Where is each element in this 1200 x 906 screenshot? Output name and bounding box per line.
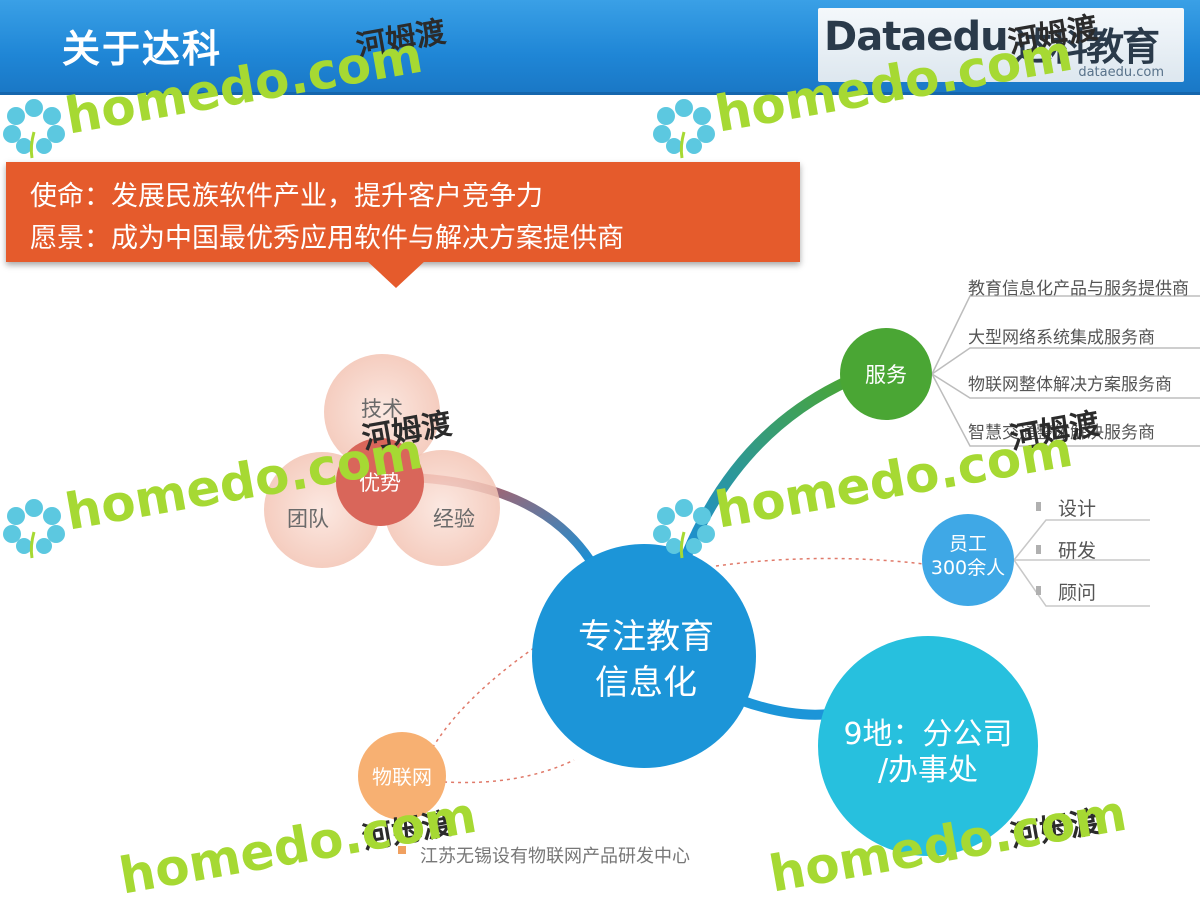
watermark-flower-icon [3,99,65,159]
staff-node [922,514,1014,606]
staff-label-line2: 300余人 [931,557,1005,579]
advantage-team-label: 团队 [287,507,329,531]
petal-tech [324,354,440,470]
service-node [840,328,932,420]
advantage-experience-label: 经验 [433,507,475,531]
branch-label-line1: 9地：分公司 [843,717,1012,752]
staff-bullet-rnd [1036,545,1041,554]
service-item-network: 大型网络系统集成服务商 [968,328,1155,348]
company-logo: Dataedu 达科教育 dataedu.com [818,8,1184,82]
iot-node [358,732,446,820]
iot-connector-upper [429,647,535,753]
logo-wordmark: Dataedu [824,14,1009,60]
service-tree-lines [931,295,1200,447]
staff-item-design: 设计 [1058,498,1097,520]
caption-marker [398,846,406,854]
service-item-edu: 教育信息化产品与服务提供商 [968,279,1189,299]
iot-caption: 江苏无锡设有物联网产品研发中心 [420,846,690,867]
iot-connector-lower [443,759,575,784]
staff-label-line1: 员工 [949,533,987,555]
advantage-tech-label: 技术 [361,397,403,421]
page-title: 关于达科 [62,27,223,71]
branch-node [818,636,1038,856]
staff-bullet-consult [1036,586,1041,595]
center-label-line2: 信息化 [595,663,697,703]
service-item-iot: 物联网整体解决方案服务商 [968,375,1172,395]
watermark-flower-icon [3,499,65,559]
vision-text: 愿景：成为中国最优秀应用软件与解决方案提供商 [30,223,624,254]
watermark-flower-icon [653,499,715,559]
advantage-hub-label: 优势 [359,471,401,495]
mission-text: 使命：发展民族软件产业，提升客户竞争力 [30,181,543,212]
advantage-hub [336,438,424,526]
logo-domain: dataedu.com [1078,65,1164,80]
staff-item-rnd: 研发 [1058,540,1097,562]
iot-hub-label: 物联网 [372,765,432,789]
service-item-traffic: 智慧交通整体解决服务商 [968,423,1155,443]
watermark-flower-icon [653,99,715,159]
staff-item-consult: 顾问 [1058,582,1097,604]
header-bar: 关于达科 Dataedu 达科教育 dataedu.com [0,0,1200,95]
branch-connector [735,695,835,720]
center-label-line1: 专注教育 [578,617,714,657]
banner-pointer [366,260,426,288]
branch-label-line2: /办事处 [878,753,978,788]
logo-chinese-name: 达科教育 [1014,25,1160,69]
mission-vision-banner: 使命：发展民族软件产业，提升客户竞争力 愿景：成为中国最优秀应用软件与解决方案提… [6,162,800,262]
staff-bullet-design [1036,502,1041,511]
center-node [532,544,756,768]
service-hub-label: 服务 [865,363,907,387]
staff-connector [715,557,925,567]
staff-tree-lines [1013,519,1150,607]
